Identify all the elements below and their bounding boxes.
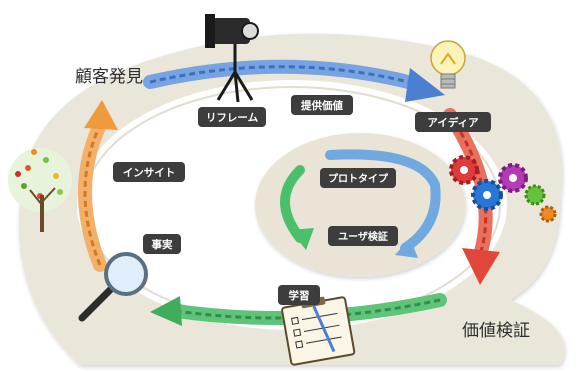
insight-arrow <box>78 100 118 272</box>
step-label-learning: 学習 <box>289 289 310 302</box>
step-pill-prototype: プロトタイプ <box>320 168 396 188</box>
gears-icon <box>449 155 557 223</box>
stage-title-customer-discovery: 顧客発見 <box>75 67 143 87</box>
tree-icon <box>8 148 72 232</box>
inner-blue-arrow <box>325 149 441 258</box>
stage-title-value-validation: 価値検証 <box>462 321 530 341</box>
step-pill-idea: アイディア <box>415 112 491 132</box>
step-label-prototype: プロトタイプ <box>328 172 389 185</box>
step-label-insight: インサイト <box>123 167 176 179</box>
step-label-reframe: リフレーム <box>206 112 259 124</box>
step-label-user-validation: ユーザ検証 <box>338 230 388 243</box>
magnifier-icon <box>78 252 148 322</box>
step-pill-insight: インサイト <box>113 162 185 182</box>
step-label-idea: アイディア <box>427 116 479 129</box>
discovery-arrow <box>143 59 445 102</box>
step-label-fact: 事実 <box>152 238 173 251</box>
step-pill-fact: 事実 <box>143 234 181 254</box>
inner-green-arrow <box>280 165 314 250</box>
step-pill-learning: 学習 <box>278 285 320 305</box>
lightbulb-icon <box>430 40 466 89</box>
step-label-value-proposition: 提供価値 <box>301 99 343 112</box>
step-pill-user-validation: ユーザ検証 <box>328 226 398 246</box>
step-pill-reframe: リフレーム <box>198 107 266 127</box>
step-pill-value-proposition: 提供価値 <box>291 95 353 115</box>
checklist-icon <box>281 296 356 366</box>
spotlight-icon <box>205 14 259 103</box>
